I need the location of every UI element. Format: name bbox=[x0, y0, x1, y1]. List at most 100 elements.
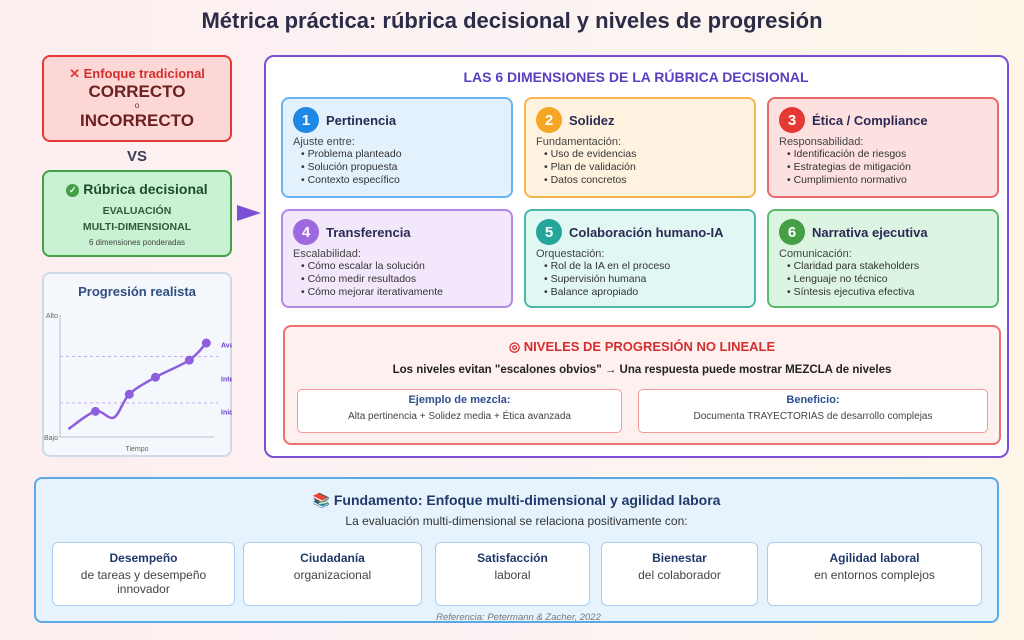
data-point bbox=[124, 389, 134, 399]
dimension-subtitle: Comunicación: bbox=[779, 248, 852, 260]
example-title: Ejemplo de mezcla: bbox=[408, 394, 511, 406]
dimension-card: 5 Colaboración humano-IA Orquestación:Rol… bbox=[524, 209, 756, 308]
dimension-item: Rol de la IA en el proceso bbox=[544, 260, 744, 273]
dimension-number: 1 bbox=[293, 107, 319, 133]
dimension-subtitle: Orquestación: bbox=[536, 248, 605, 260]
progression-chart: AltoBajoTiempoInicialIntermedioAvanzado bbox=[44, 313, 232, 453]
progression-heading: NIVELES DE PROGRESIÓN NO LINEALE bbox=[523, 339, 776, 354]
dimension-item: Identificación de riesgos bbox=[787, 148, 987, 161]
dimension-item: Problema planteado bbox=[301, 148, 501, 161]
rubric-line2: MULTI-DIMENSIONAL bbox=[82, 221, 192, 233]
books-icon: 📚 bbox=[312, 492, 330, 508]
benefit-box: Beneficio: Documenta TRAYECTORIAS de desa… bbox=[638, 389, 988, 433]
dimension-number: 4 bbox=[293, 219, 319, 245]
foundation-heading: Fundamento: Enfoque multi-dimensional y … bbox=[333, 492, 721, 508]
outcome-text: laboral bbox=[494, 568, 531, 582]
dimension-item: Datos concretos bbox=[544, 174, 744, 187]
or-label: o bbox=[134, 101, 140, 110]
dimension-card: 4 Transferencia Escalabilidad:Cómo escala… bbox=[281, 209, 513, 308]
dimension-item: Cumplimiento normativo bbox=[787, 174, 987, 187]
check-circle-icon: ✓ bbox=[66, 184, 80, 197]
chart-title: Progresión realista bbox=[78, 284, 196, 299]
dimensions-heading: LAS 6 DIMENSIONES DE LA RÚBRICA DECISION… bbox=[463, 69, 809, 85]
page-title: Métrica práctica: rúbrica decisional y n… bbox=[201, 8, 823, 33]
level-label: Inicial bbox=[221, 410, 232, 417]
dimension-item: Lenguaje no técnico bbox=[787, 273, 987, 286]
outcome-text: en entornos complejos bbox=[814, 568, 935, 582]
dimension-card: 6 Narrativa ejecutiva Comunicación:Clarid… bbox=[767, 209, 999, 308]
outcome-card: Ciudadanía organizacional bbox=[243, 542, 422, 606]
traditional-approach-box: ✕ Enfoque tradicional CORRECTO o INCORRE… bbox=[42, 55, 232, 142]
outcome-title: Satisfacción bbox=[477, 551, 548, 565]
dimension-subtitle: Fundamentación: bbox=[536, 136, 621, 148]
dimension-item: Cómo mejorar iterativamente bbox=[301, 286, 501, 299]
progression-levels-box: ◎ NIVELES DE PROGRESIÓN NO LINEALE Los n… bbox=[283, 325, 1001, 445]
arrow-right-icon bbox=[237, 205, 261, 221]
example-text: Alta pertinencia + Solidez media + Ética… bbox=[348, 411, 571, 422]
rubric-heading: Rúbrica decisional bbox=[83, 181, 208, 197]
outcome-title: Desempeño bbox=[109, 551, 178, 565]
dimension-title: Transferencia bbox=[326, 224, 411, 240]
outcome-card: Desempeño de tareas y desempeño innovador bbox=[52, 542, 235, 606]
dimension-number: 6 bbox=[779, 219, 805, 245]
dimension-title: Narrativa ejecutiva bbox=[812, 224, 928, 240]
dimension-card: 1 Pertinencia Ajuste entre:Problema plant… bbox=[281, 97, 513, 198]
dimension-item: Uso de evidencias bbox=[544, 148, 744, 161]
outcome-card: Agilidad laboral en entornos complejos bbox=[767, 542, 982, 606]
example-box: Ejemplo de mezcla: Alta pertinencia + Sol… bbox=[297, 389, 622, 433]
dimension-item: Balance apropiado bbox=[544, 286, 744, 299]
dimension-item: Supervisión humana bbox=[544, 273, 744, 286]
dimension-card: 2 Solidez Fundamentación:Uso de evidencia… bbox=[524, 97, 756, 198]
outcome-title: Bienestar bbox=[652, 551, 707, 565]
dimension-title: Ética / Compliance bbox=[812, 112, 928, 128]
x-icon: ✕ bbox=[69, 66, 84, 81]
outcome-title: Ciudadanía bbox=[300, 551, 365, 565]
rubric-note: 6 dimensiones ponderadas bbox=[88, 238, 186, 247]
dimension-title: Solidez bbox=[569, 112, 615, 128]
dimension-subtitle: Escalabilidad: bbox=[293, 248, 361, 260]
dimension-number: 5 bbox=[536, 219, 562, 245]
outcome-card: Satisfacción laboral bbox=[435, 542, 590, 606]
outcome-card: Bienestar del colaborador bbox=[601, 542, 758, 606]
correct-label: CORRECTO bbox=[88, 82, 186, 101]
dimension-card: 3 Ética / Compliance Responsabilidad:Iden… bbox=[767, 97, 999, 198]
dimension-item: Claridad para stakeholders bbox=[787, 260, 987, 273]
dimension-item: Plan de validación bbox=[544, 161, 744, 174]
y-label-low: Bajo bbox=[44, 435, 58, 442]
level-label: Intermedio bbox=[221, 377, 232, 384]
outcome-text: de tareas y desempeño innovador bbox=[80, 568, 207, 596]
dimension-item: Síntesis ejecutiva efectiva bbox=[787, 286, 987, 299]
progression-lead: Los niveles evitan "escalones obvios" → … bbox=[392, 364, 892, 376]
dimension-number: 3 bbox=[779, 107, 805, 133]
dimension-item: Solución propuesta bbox=[301, 161, 501, 174]
outcome-title: Agilidad laboral bbox=[829, 551, 920, 565]
target-icon: ◎ bbox=[508, 339, 521, 354]
vs-label: VS bbox=[126, 148, 147, 165]
dimension-title: Pertinencia bbox=[326, 112, 397, 128]
progression-line bbox=[67, 341, 208, 430]
traditional-heading: Enfoque tradicional bbox=[83, 66, 205, 81]
outcome-text: organizacional bbox=[293, 568, 372, 582]
dimension-title: Colaboración humano-IA bbox=[569, 224, 724, 240]
y-label-high: Alto bbox=[46, 313, 58, 320]
rubric-line1: EVALUACIÓN bbox=[102, 205, 172, 217]
dimension-item: Contexto específico bbox=[301, 174, 501, 187]
data-point bbox=[150, 372, 160, 382]
incorrect-label: INCORRECTO bbox=[80, 111, 194, 130]
dimension-item: Cómo medir resultados bbox=[301, 273, 501, 286]
level-label: Avanzado bbox=[221, 343, 232, 350]
benefit-title: Beneficio: bbox=[786, 394, 840, 406]
rubric-box: ✓ Rúbrica decisional EVALUACIÓN MULTI-DIM… bbox=[42, 170, 232, 257]
dimension-item: Estrategias de mitigación bbox=[787, 161, 987, 174]
data-point bbox=[184, 355, 194, 365]
foundation-panel: 📚 Fundamento: Enfoque multi-dimensional … bbox=[34, 477, 999, 623]
benefit-text: Documenta TRAYECTORIAS de desarrollo com… bbox=[693, 411, 933, 422]
progression-chart-card: Progresión realista AltoBajoTiempoInicia… bbox=[42, 272, 232, 457]
foundation-subtitle: La evaluación multi-dimensional se relac… bbox=[345, 514, 688, 528]
dimension-number: 2 bbox=[536, 107, 562, 133]
dimension-subtitle: Responsabilidad: bbox=[779, 136, 864, 148]
dimension-item: Cómo escalar la solución bbox=[301, 260, 501, 273]
dimension-subtitle: Ajuste entre: bbox=[293, 136, 355, 148]
data-point bbox=[90, 406, 100, 416]
outcome-text: del colaborador bbox=[638, 568, 721, 582]
